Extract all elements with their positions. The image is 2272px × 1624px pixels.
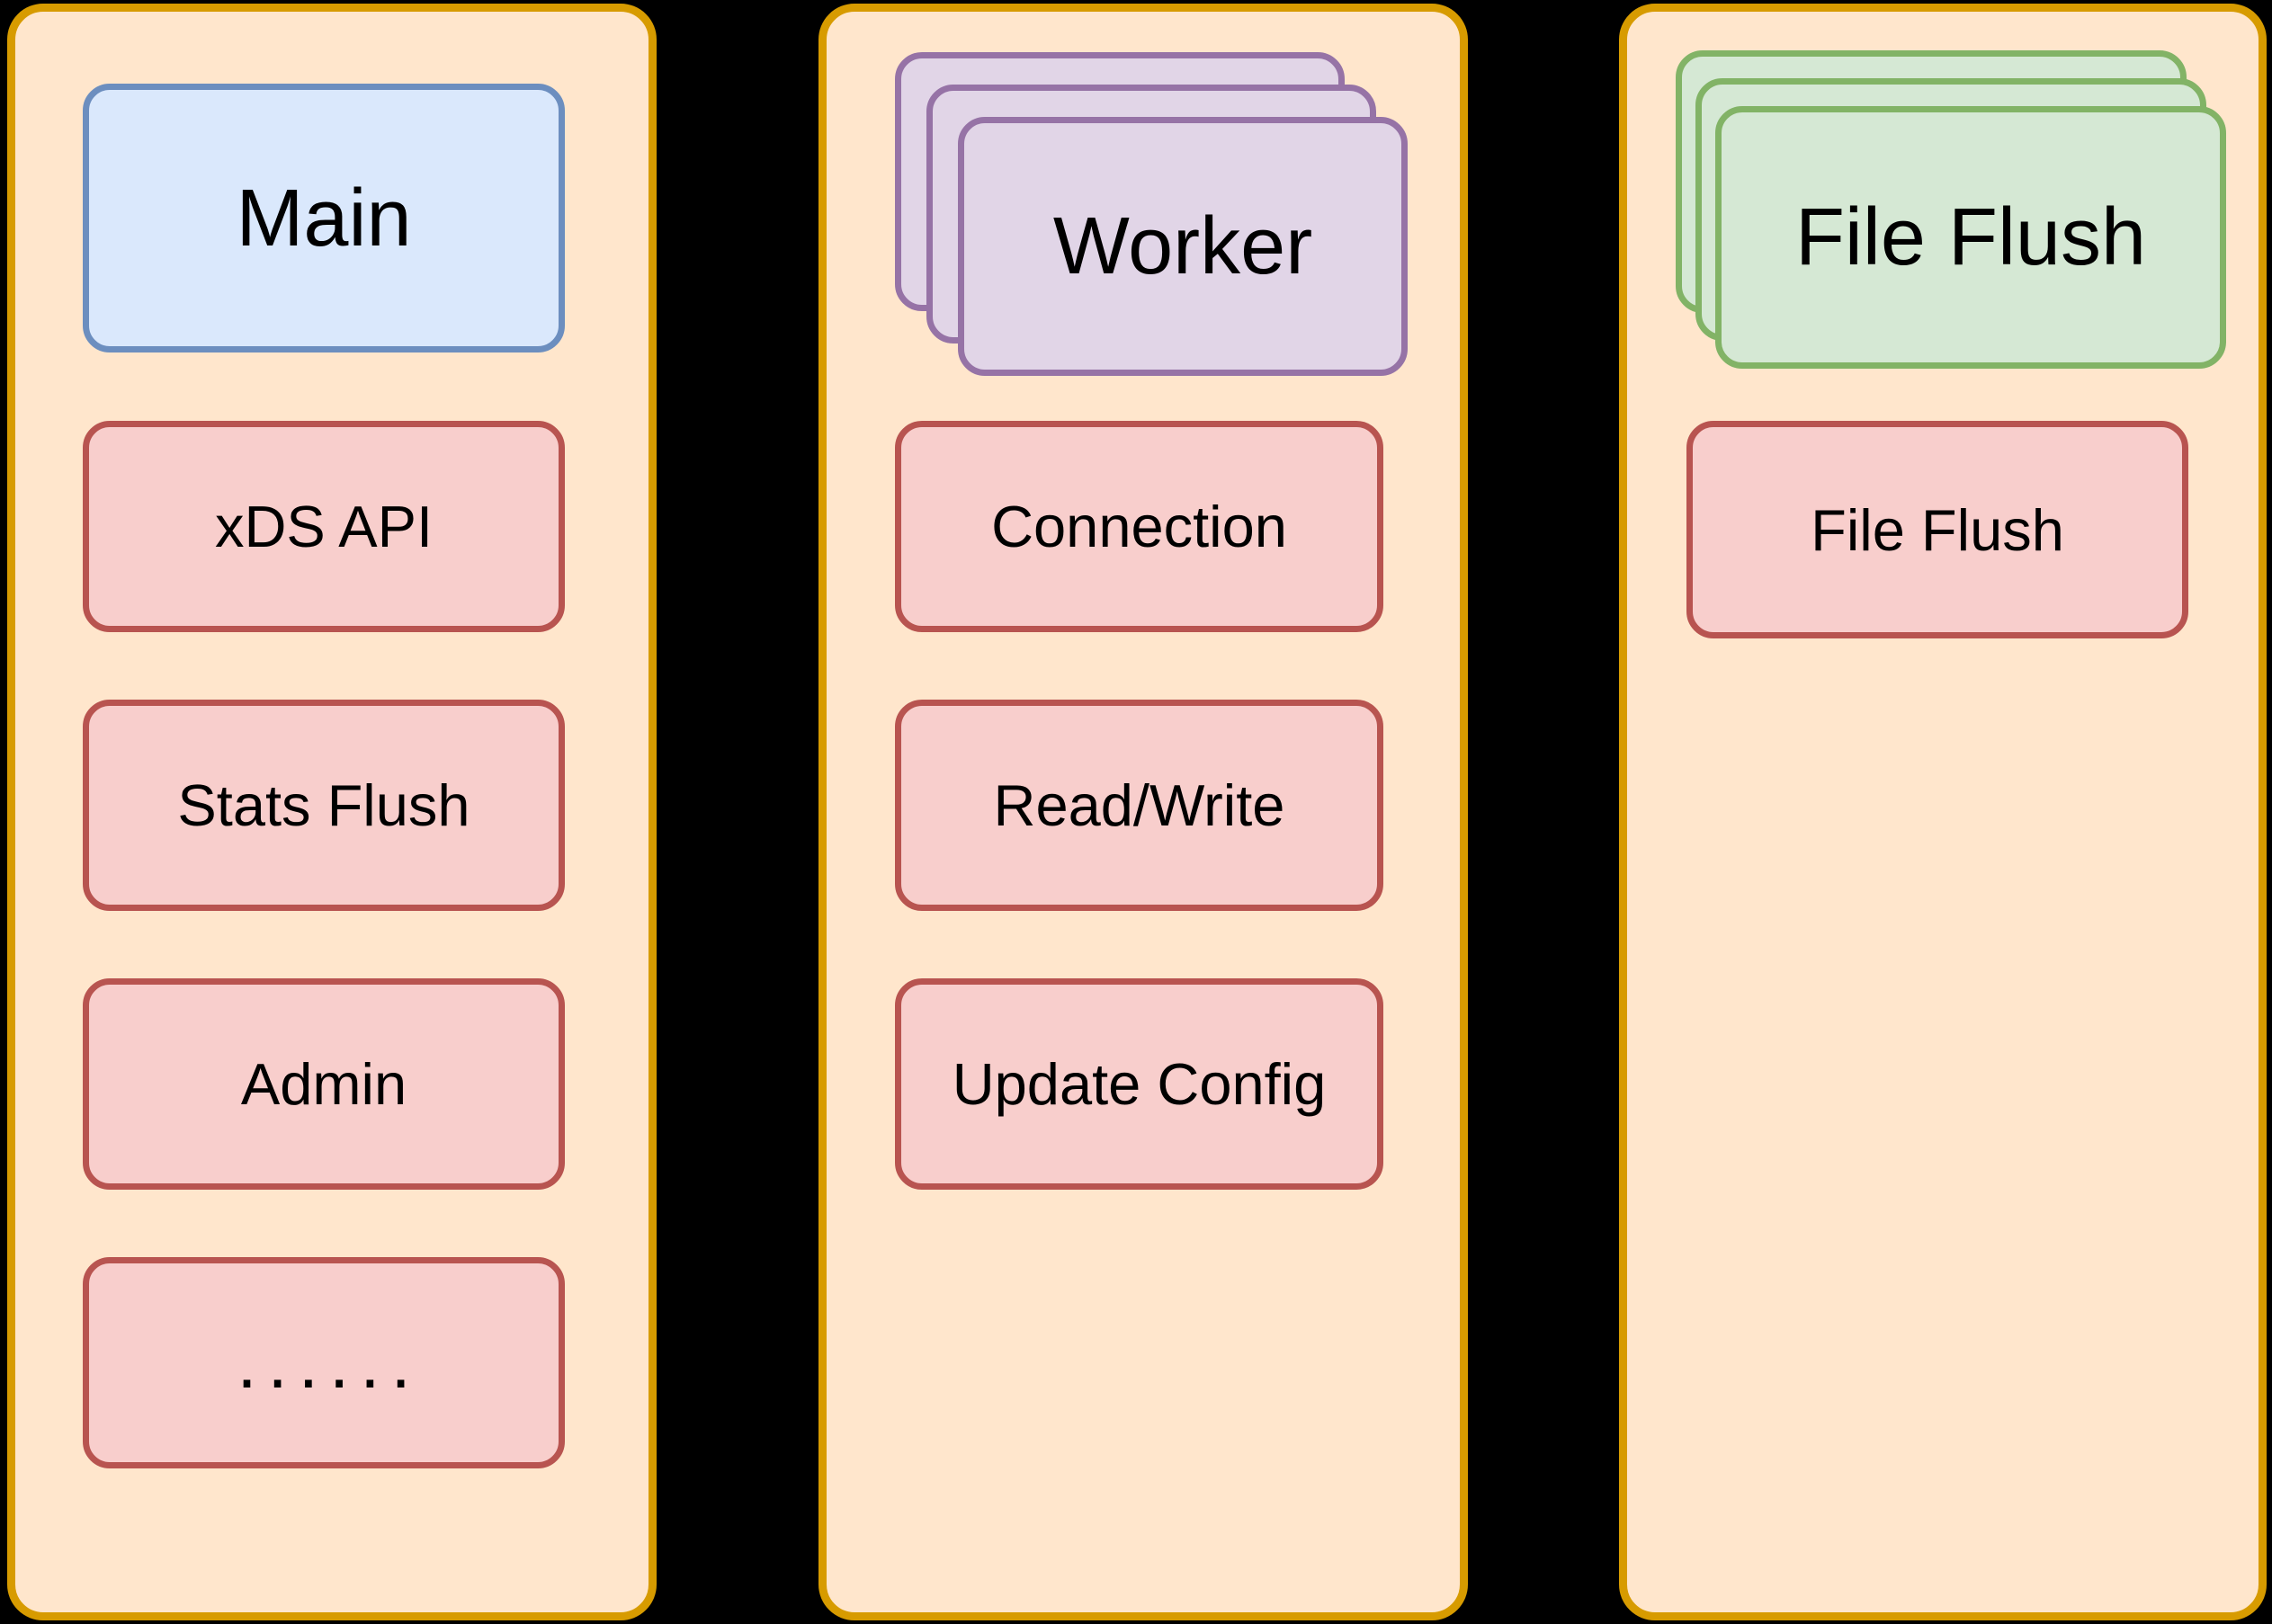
main-thread-label: Main [236, 173, 412, 263]
thread-panel-worker: Worker Connection Read/Write Update Conf… [818, 4, 1468, 1620]
file-flush-stack-label: File Flush [1794, 192, 2147, 282]
main-thread-box: Main [83, 84, 565, 352]
file-flush-task-box: File Flush [1686, 421, 2188, 638]
thread-panel-file-flush: File Flush File Flush [1619, 4, 2267, 1620]
admin-label: Admin [240, 1051, 407, 1117]
xds-api-box: xDS API [83, 421, 565, 632]
read-write-label: Read/Write [993, 772, 1285, 838]
stats-flush-box: Stats Flush [83, 700, 565, 911]
connection-label: Connection [991, 494, 1287, 559]
file-flush-stack-box: File Flush [1715, 106, 2226, 369]
update-config-label: Update Config [952, 1051, 1327, 1117]
update-config-box: Update Config [895, 978, 1383, 1190]
worker-stack-box: Worker [958, 117, 1408, 376]
ellipsis-label: ...... [237, 1322, 422, 1403]
admin-box: Admin [83, 978, 565, 1190]
thread-panel-main: Main xDS API Stats Flush Admin ...... [7, 4, 657, 1620]
read-write-box: Read/Write [895, 700, 1383, 911]
worker-label: Worker [1052, 201, 1313, 291]
ellipsis-box: ...... [83, 1257, 565, 1468]
stats-flush-label: Stats Flush [177, 772, 470, 838]
connection-box: Connection [895, 421, 1383, 632]
file-flush-task-label: File Flush [1811, 496, 2064, 563]
xds-api-label: xDS API [214, 494, 434, 559]
